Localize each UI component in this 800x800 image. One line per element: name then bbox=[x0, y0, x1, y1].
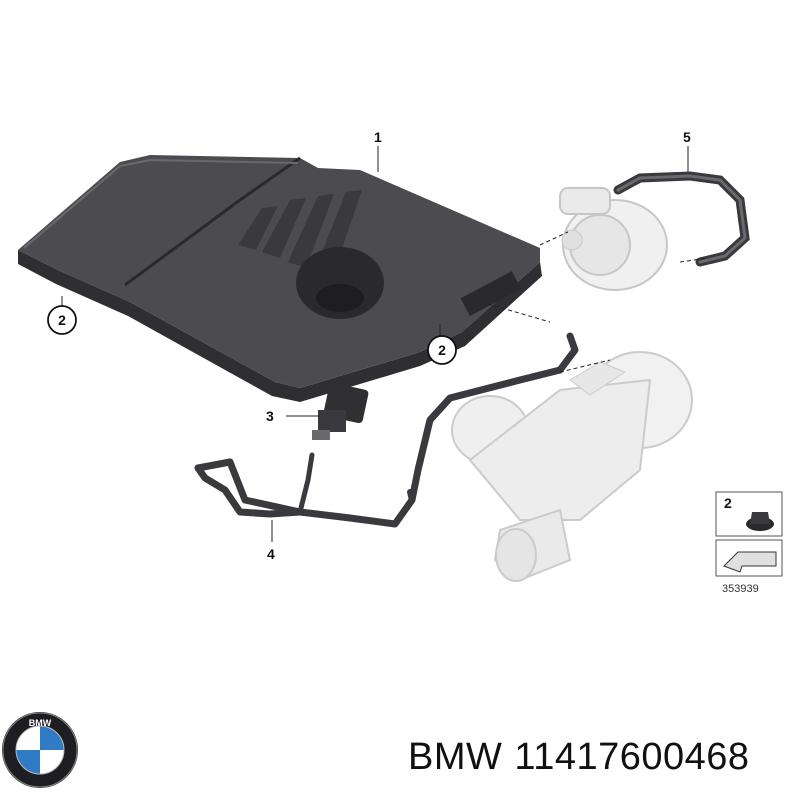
diagram-id: 353939 bbox=[722, 583, 759, 595]
inset-callout: 2 bbox=[724, 495, 732, 511]
direction-arrow-icon bbox=[723, 551, 777, 573]
callout-1: 1 bbox=[374, 129, 382, 145]
callout-2-right-label: 2 bbox=[438, 342, 446, 358]
part-number: 11417600468 bbox=[514, 736, 750, 778]
turbocharger bbox=[451, 351, 693, 582]
engine-cover-seam bbox=[124, 156, 301, 287]
engine-cover-rib bbox=[288, 194, 334, 268]
leader-lines bbox=[61, 146, 709, 542]
cover-connector bbox=[460, 271, 522, 316]
part-caption: BMW 11417600468 bbox=[408, 736, 762, 779]
callout-3: 3 bbox=[266, 408, 274, 424]
brand-name: BMW bbox=[408, 736, 503, 778]
oil-filler-cap bbox=[316, 284, 364, 312]
callout-4: 4 bbox=[267, 546, 275, 562]
grommet-top bbox=[750, 512, 770, 524]
engine-cover-top bbox=[18, 155, 540, 388]
engine-cover-highlight bbox=[23, 158, 299, 249]
vacuum-line-assembly bbox=[194, 332, 579, 528]
bmw-roundel-logo: BMW bbox=[2, 712, 78, 788]
engine-cover bbox=[18, 155, 542, 402]
logo-lettering: BMW bbox=[29, 718, 52, 728]
pressure-sensor bbox=[312, 382, 369, 440]
engine-cover-side bbox=[18, 250, 542, 402]
callout-2-left: 2 bbox=[47, 305, 77, 335]
callout-5: 5 bbox=[683, 129, 691, 145]
inset-panel: 2 353939 bbox=[715, 491, 783, 595]
engine-cover-rib bbox=[238, 206, 278, 250]
vacuum-hose-highlight bbox=[616, 174, 747, 264]
vacuum-pump bbox=[559, 187, 668, 291]
engine-cover-rib bbox=[262, 198, 306, 258]
callout-2-left-label: 2 bbox=[58, 312, 66, 328]
callout-2-right: 2 bbox=[427, 335, 457, 365]
